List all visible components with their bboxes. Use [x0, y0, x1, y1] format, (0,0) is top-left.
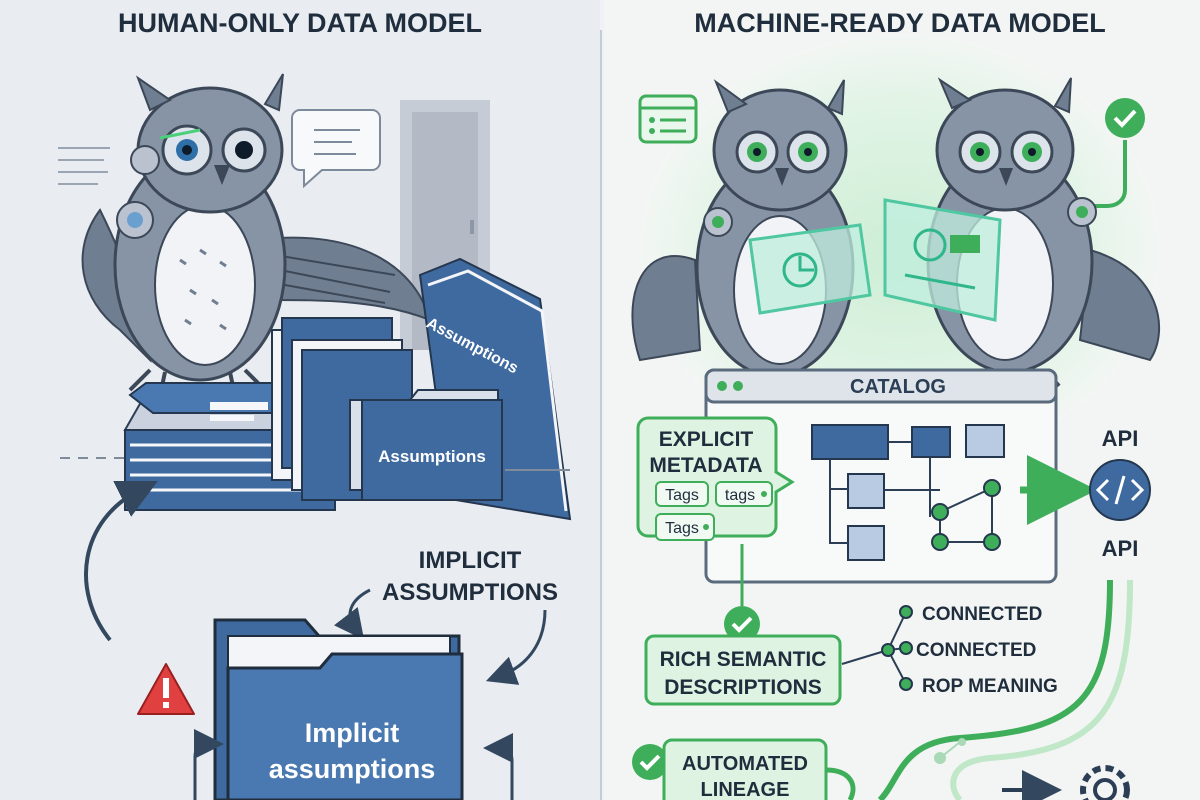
- gear-icon: [1080, 765, 1130, 800]
- connected-3: ROP MEANING: [922, 676, 1058, 697]
- check-badge-top: [1057, 98, 1145, 208]
- big-folder: Implicit assumptions: [213, 618, 464, 800]
- feedback-arrow-up: [84, 481, 158, 642]
- semantic-line2: DESCRIPTIONS: [664, 676, 822, 699]
- connected-1: CONNECTED: [922, 604, 1042, 625]
- connected-tree: [841, 605, 913, 691]
- callout-implicit: IMPLICIT: [419, 547, 522, 574]
- folder-assumptions-front: Assumptions: [349, 389, 503, 501]
- hologram-screen-right: [883, 198, 1002, 322]
- metadata-metadata: METADATA: [649, 454, 762, 477]
- network-node-icon: [934, 738, 966, 764]
- metadata-card: EXPLICIT METADATA Tags tags Tags: [636, 416, 795, 541]
- tag-2: tags: [725, 487, 755, 504]
- catalog-window: CATALOG: [704, 368, 1058, 584]
- callout-assumptions: ASSUMPTIONS: [382, 579, 558, 606]
- callout-arrow-left: [333, 588, 371, 640]
- folder-label-assumptions-2: Assumptions: [378, 447, 486, 466]
- big-folder-assumptions: assumptions: [269, 754, 436, 784]
- api-label-top: API: [1102, 426, 1139, 451]
- api-label-bottom: API: [1102, 536, 1139, 561]
- warning-icon: [137, 663, 195, 715]
- lineage-line1: AUTOMATED: [682, 753, 808, 775]
- speech-bubble-icon: [291, 109, 381, 189]
- document-list-icon: [638, 94, 698, 144]
- lineage-card: AUTOMATED LINEAGE: [662, 738, 828, 800]
- big-folder-implicit: Implicit: [305, 718, 400, 748]
- pipeline-curve-light: [950, 579, 1133, 800]
- bottom-arrow-left: [193, 729, 224, 800]
- owl-robot-right: [926, 77, 1161, 391]
- left-title: HUMAN-ONLY DATA MODEL: [118, 8, 482, 38]
- lineage-arrow: [825, 767, 856, 800]
- metadata-explicit: EXPLICIT: [659, 428, 754, 451]
- pipeline-curve: [877, 579, 1113, 800]
- semantic-card: RICH SEMANTIC DESCRIPTIONS: [644, 634, 842, 706]
- bottom-arrow-right: [483, 733, 514, 800]
- catalog-title: CATALOG: [850, 376, 946, 398]
- connected-2: CONNECTED: [916, 640, 1036, 661]
- lineage-line2: LINEAGE: [701, 779, 790, 800]
- hologram-screen-left: [748, 223, 872, 315]
- semantic-line1: RICH SEMANTIC: [660, 648, 827, 671]
- tag-3: Tags: [665, 520, 699, 537]
- check-badge-lineage: [632, 744, 668, 780]
- tag-1: Tags: [665, 487, 699, 504]
- right-title: MACHINE-READY DATA MODEL: [694, 8, 1106, 38]
- code-icon: [1089, 459, 1151, 521]
- note-lines-icon: [58, 147, 110, 185]
- owl-robot-left: [81, 73, 432, 397]
- callout-arrow-right: [485, 609, 547, 685]
- check-badge-semantic: [724, 606, 760, 642]
